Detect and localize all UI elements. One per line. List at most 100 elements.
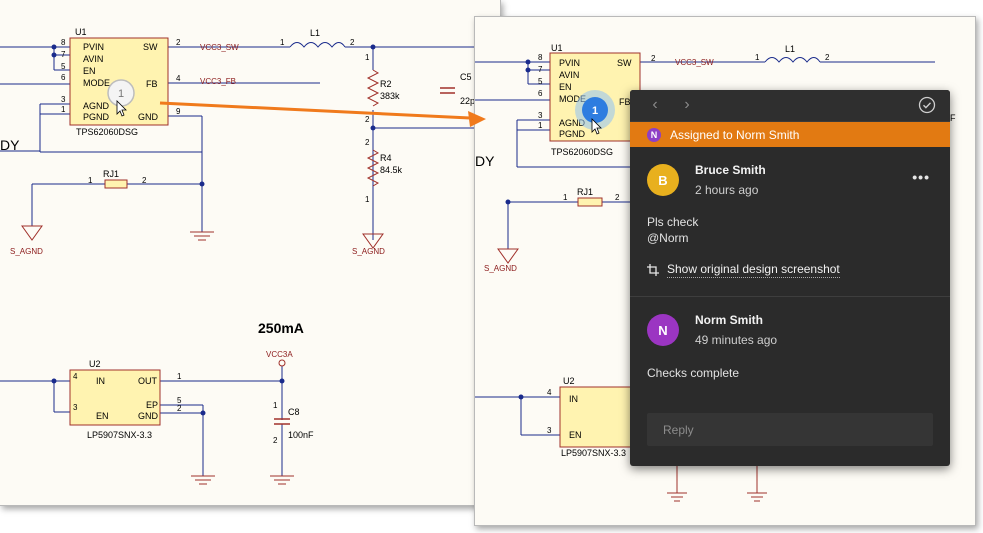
resistor-rj1[interactable]: [577, 197, 603, 207]
junctions-right: [505, 59, 531, 400]
u1-pin-pgnd: PGND: [83, 112, 110, 122]
rj1-pin: 2: [615, 193, 620, 202]
u2-pinnum: 3: [73, 403, 78, 412]
u1-pin-avin: AVIN: [83, 54, 103, 64]
u1-pinnum: 7: [61, 50, 66, 59]
net-label-sw: VCC3_SW: [200, 43, 239, 52]
comment-timestamp: 49 minutes ago: [695, 333, 778, 347]
wires-right: [475, 61, 935, 436]
u1-designator: U1: [551, 43, 563, 53]
u1-pinnum: 5: [61, 62, 66, 71]
u1-pin-sw: SW: [617, 58, 632, 68]
s-agnd-symbol: [21, 225, 43, 241]
u2-pin-out: OUT: [138, 376, 158, 386]
r4-value: 84.5k: [380, 165, 403, 175]
rj1-designator: RJ1: [103, 169, 119, 179]
u2-part-number: LP5907SNX-3.3: [87, 430, 152, 440]
u1-part-number: TPS62060DSG: [76, 127, 138, 137]
comment-author: Bruce Smith: [695, 163, 766, 177]
u1-pin-mode: MODE: [83, 78, 110, 88]
u2-pin-gnd: GND: [138, 411, 159, 421]
marker-number: 1: [118, 88, 124, 100]
gnd-symbol: [190, 231, 294, 485]
u1-part-number: TPS62060DSG: [551, 147, 613, 157]
rj1-pin: 2: [142, 176, 147, 185]
comment-marker-left[interactable]: 1: [107, 79, 135, 107]
chevron-left-icon[interactable]: ‹: [652, 96, 658, 113]
u2-body[interactable]: [559, 386, 636, 448]
r2-value: 383k: [380, 91, 400, 101]
capacitor-c5[interactable]: [440, 87, 455, 94]
avatar[interactable]: B: [647, 164, 679, 196]
u1-pinnum: 1: [61, 105, 66, 114]
u2-pinnum: 2: [177, 404, 182, 413]
schematic-panel-left[interactable]: PVIN AVIN EN MODE AGND PGND SW FB GND 8 …: [0, 0, 501, 506]
u2-pinnum: 1: [177, 372, 182, 381]
u1-pinnum: 6: [61, 73, 66, 82]
r4-pin: 2: [365, 138, 370, 147]
vcc3a-port: [278, 359, 286, 367]
junctions-left: [51, 44, 376, 416]
u1-pin-pvin: PVIN: [559, 58, 580, 68]
comment-author: Norm Smith: [695, 313, 764, 327]
comment-body-line: Pls check: [647, 215, 699, 229]
comment-marker-right[interactable]: 1: [575, 90, 615, 130]
rj1-pin: 1: [563, 193, 568, 202]
resistor-rj1[interactable]: [104, 179, 128, 189]
u1-pin-mode: MODE: [559, 94, 586, 104]
u1-pin-sw: SW: [143, 42, 158, 52]
net-label-fb: VCC3_FB: [200, 77, 236, 86]
l1-pin: 2: [825, 53, 830, 62]
resistor-r2[interactable]: [366, 69, 380, 107]
u1-pin-labels: PVIN AVIN EN MODE AGND PGND SW FB GND: [83, 42, 159, 122]
inductor-l1[interactable]: [289, 42, 346, 48]
u1-pin-numbers: 8 7 5 6 3 1 2: [538, 53, 656, 130]
u2-pin-en: EN: [96, 411, 109, 421]
c5-designator: C5: [460, 72, 472, 82]
assignment-banner: N Assigned to Norm Smith: [630, 122, 950, 147]
u1-pin-gnd: GND: [138, 112, 159, 122]
u1-pinnum: 3: [538, 111, 543, 120]
u2-pinnum: 4: [73, 372, 78, 381]
u1-pin-en: EN: [83, 66, 96, 76]
check-circle-icon[interactable]: [918, 96, 936, 114]
u1-pin-pgnd: PGND: [559, 129, 586, 139]
cursor-hand-icon: [591, 118, 602, 135]
c8-pin: 1: [273, 401, 278, 410]
u1-pinnum: 9: [176, 107, 181, 116]
r2-pin: 1: [365, 53, 370, 62]
u2-designator: U2: [563, 376, 575, 386]
u1-pinnum: 8: [538, 53, 543, 62]
inductor-l1[interactable]: [764, 57, 821, 63]
l1-pin: 1: [280, 38, 285, 47]
u1-pin-avin: AVIN: [559, 70, 579, 80]
r4-designator: R4: [380, 153, 392, 163]
schematic-canvas-left[interactable]: PVIN AVIN EN MODE AGND PGND SW FB GND 8 …: [0, 0, 500, 505]
r4-pin: 1: [365, 195, 370, 204]
show-screenshot-link[interactable]: Show original design screenshot: [647, 262, 840, 278]
s-agnd-symbol: [497, 248, 519, 264]
net-label-s-agnd: S_AGND: [10, 247, 43, 256]
fragment-label: DY: [0, 137, 20, 153]
u1-pin-en: EN: [559, 82, 572, 92]
chevron-right-icon[interactable]: ›: [684, 96, 690, 113]
u2-body[interactable]: [69, 369, 161, 426]
u2-designator: U2: [89, 359, 101, 369]
u1-pin-fb: FB: [619, 97, 631, 107]
comment-item: N Norm Smith 49 minutes ago Checks compl…: [630, 297, 950, 397]
s-agnd-symbol: [362, 233, 384, 249]
mention-link[interactable]: @Norm: [647, 231, 689, 245]
u2-pin-in: IN: [569, 394, 578, 404]
resistor-r4[interactable]: [366, 149, 380, 187]
u1-pin-fb: FB: [146, 79, 158, 89]
comment-thread-popup[interactable]: ‹ › N Assigned to Norm Smith B Bruce Smi…: [630, 90, 950, 466]
reply-input[interactable]: [647, 413, 933, 446]
capacitor-c8[interactable]: [274, 418, 290, 425]
net-label-s-agnd: S_AGND: [352, 247, 385, 256]
fragment-label: DY: [475, 153, 495, 169]
comment-body: Checks complete: [647, 366, 740, 380]
r2-pin: 2: [365, 115, 370, 124]
u1-pin-labels: PVIN AVIN EN MODE AGND PGND SW FB: [559, 58, 632, 139]
more-options-icon[interactable]: •••: [912, 169, 930, 185]
avatar[interactable]: N: [647, 314, 679, 346]
